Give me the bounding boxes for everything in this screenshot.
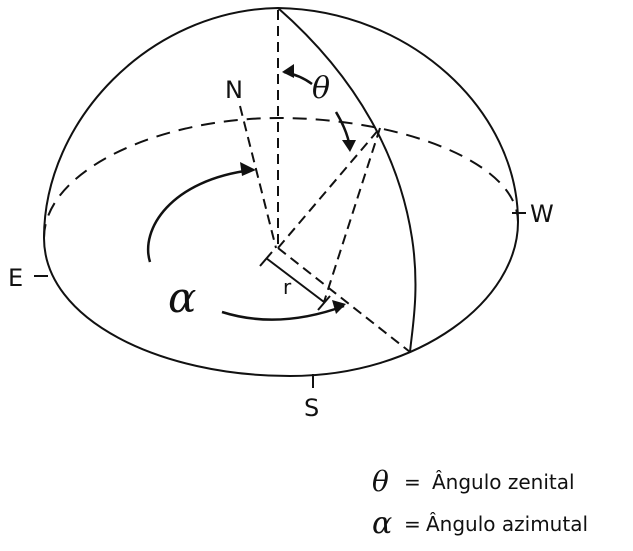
- radial-to-south-meridian: [277, 247, 411, 353]
- horizon-front: [43, 221, 519, 378]
- label-r: r: [283, 275, 292, 299]
- horizon-back-dashed: [43, 116, 519, 239]
- sun-projection: [323, 127, 381, 303]
- azimuth-arrow-top: [240, 162, 256, 176]
- label-south: S: [304, 394, 319, 422]
- azimuth-arc-lower: [221, 304, 345, 321]
- zenith-arrow-top: [282, 64, 294, 78]
- dome-outline: [43, 6, 519, 239]
- radius-tick-inner: [259, 251, 273, 267]
- sun-ray: [277, 127, 381, 249]
- label-theta: θ: [312, 71, 330, 106]
- label-north: N: [225, 76, 243, 104]
- radius-segment: [265, 257, 325, 303]
- label-west: W: [530, 200, 554, 228]
- legend-theta-symbol: θ: [372, 465, 389, 498]
- meridian-arc: [277, 7, 417, 353]
- label-alpha: α: [168, 273, 196, 322]
- legend-alpha-symbol: α: [372, 506, 392, 541]
- north-line: [239, 105, 277, 249]
- zenith-arrow-bottom: [342, 140, 356, 152]
- legend-alpha-eq: =: [404, 512, 421, 536]
- azimuth-arc: [146, 168, 253, 263]
- label-east: E: [8, 264, 23, 292]
- azimuth-arrow-bottom: [332, 300, 346, 314]
- legend-theta-text: Ângulo zenital: [432, 470, 575, 494]
- legend-alpha-text: Ângulo azimutal: [426, 512, 588, 536]
- radius-tick-outer: [317, 295, 331, 311]
- legend-theta-eq: =: [404, 470, 421, 494]
